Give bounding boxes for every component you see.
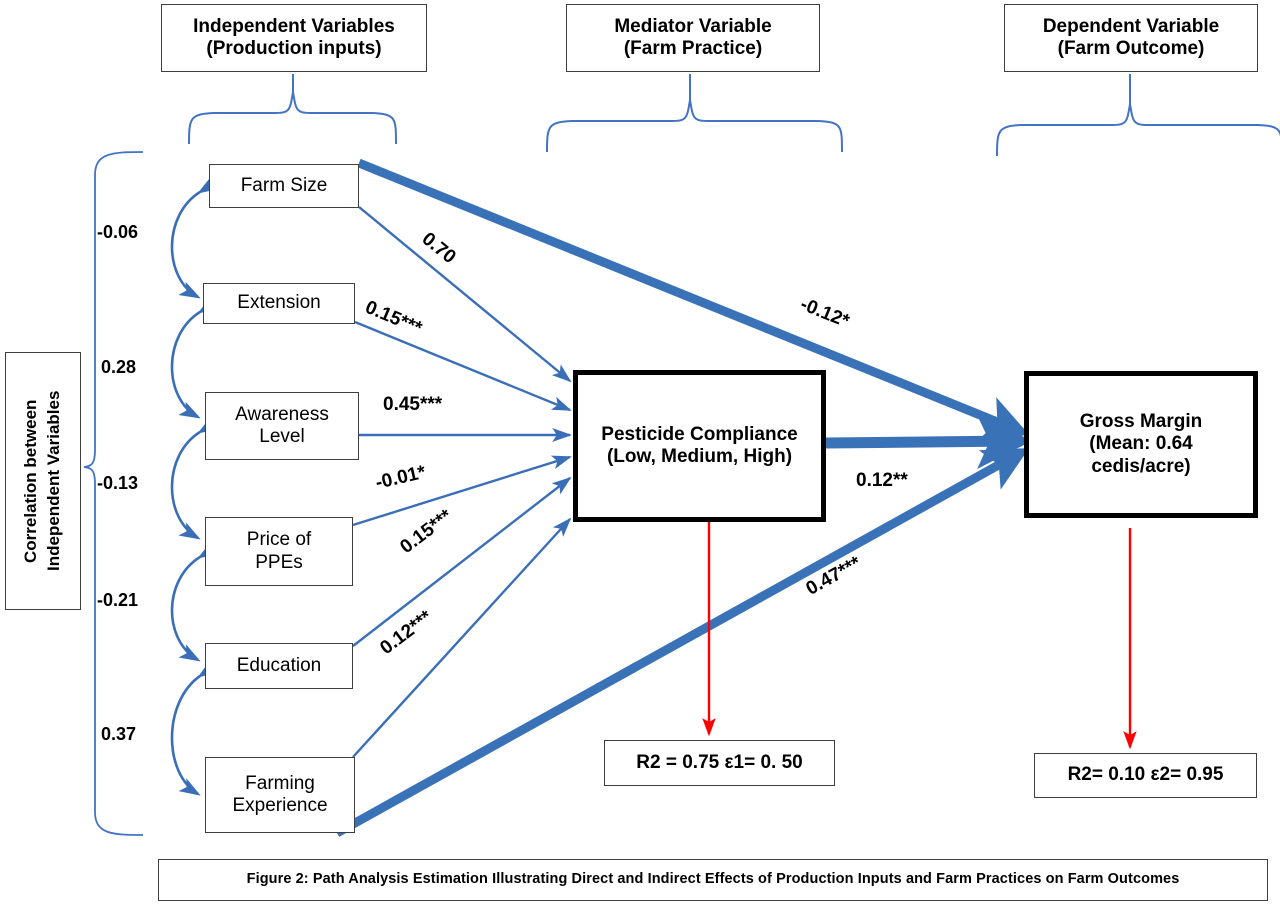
brace-mediator	[546, 74, 843, 153]
figure-caption-text: Figure 2: Path Analysis Estimation Illus…	[246, 871, 1180, 888]
node-farming-experience-line1: Farming	[245, 772, 315, 794]
paths-to-outcome	[334, 158, 1032, 837]
node-farm-size-label: Farm Size	[240, 174, 328, 196]
correlation-value-2: 0.28	[101, 357, 137, 377]
node-farm-size[interactable]: Farm Size	[209, 164, 359, 208]
header-dependent-line2: (Farm Outcome)	[1057, 38, 1205, 59]
header-dependent-variable: Dependent Variable (Farm Outcome)	[1004, 4, 1258, 72]
header-independent-line1: Independent Variables	[193, 15, 395, 37]
node-awareness-level-line1: Awareness	[235, 403, 329, 425]
node-gross-margin-line2: (Mean: 0.64	[1089, 433, 1193, 455]
node-extension-label: Extension	[237, 292, 321, 314]
node-pesticide-compliance-line2: (Low, Medium, High)	[606, 446, 793, 467]
coef-mediator-to-outcome: 0.12**	[856, 470, 908, 491]
path-farmsize-to-outcome	[357, 158, 1030, 439]
node-gross-margin-line3: cedis/acre)	[1091, 455, 1191, 477]
node-pesticide-compliance[interactable]: Pesticide Compliance (Low, Medium, High)	[573, 370, 826, 522]
correlation-sidebar-label: Correlation between Independent Variable…	[5, 352, 81, 610]
header-mediator-variable: Mediator Variable (Farm Practice)	[566, 4, 820, 72]
node-farming-experience[interactable]: Farming Experience	[205, 757, 355, 833]
fit-stats-outcome-text: R2= 0.10 ε2= 0.95	[1067, 764, 1224, 786]
correlation-value-3: -0.13	[97, 473, 139, 493]
header-independent-line2: (Production inputs)	[206, 38, 382, 59]
node-extension[interactable]: Extension	[203, 283, 355, 324]
node-farming-experience-line2: Experience	[232, 795, 328, 816]
node-gross-margin-line1: Gross Margin	[1079, 410, 1203, 432]
header-mediator-line2: (Farm Practice)	[623, 38, 763, 59]
correlation-value-5: 0.37	[101, 724, 137, 744]
figure-caption: Figure 2: Path Analysis Estimation Illus…	[158, 859, 1268, 901]
fit-stats-mediator-text: R2 = 0.75 ε1= 0. 50	[636, 751, 803, 773]
node-pesticide-compliance-line1: Pesticide Compliance	[601, 423, 798, 445]
path-priceppes-to-mediator	[352, 455, 572, 527]
header-mediator-line1: Mediator Variable	[614, 15, 772, 37]
correlation-bracket	[83, 151, 144, 836]
node-education[interactable]: Education	[205, 643, 353, 689]
node-awareness-level-line2: Level	[259, 426, 305, 447]
error-arrows	[702, 522, 1137, 750]
brace-independent	[188, 74, 397, 145]
fit-stats-mediator: R2 = 0.75 ε1= 0. 50	[604, 740, 835, 786]
node-education-label: Education	[236, 654, 322, 676]
correlation-curves	[170, 175, 220, 796]
header-independent-variables: Independent Variables (Production inputs…	[161, 4, 427, 72]
path-farmsize-to-mediator	[358, 206, 572, 383]
path-extension-to-mediator	[354, 320, 572, 412]
node-price-of-ppes-line1: Price of	[246, 529, 312, 551]
path-experience-to-mediator	[352, 517, 572, 758]
node-gross-margin[interactable]: Gross Margin (Mean: 0.64 cedis/acre)	[1024, 371, 1258, 518]
correlation-value-1: -0.06	[97, 222, 139, 242]
fit-stats-outcome: R2= 0.10 ε2= 0.95	[1034, 753, 1257, 798]
node-awareness-level[interactable]: Awareness Level	[205, 392, 359, 460]
path-experience-to-outcome	[334, 448, 1030, 837]
node-price-of-ppes-line2: PPEs	[255, 551, 303, 573]
correlation-value-4: -0.21	[97, 590, 139, 610]
paths-to-mediator	[352, 206, 572, 758]
brace-dependent	[996, 74, 1280, 157]
path-mediator-to-outcome	[825, 413, 1032, 469]
sidebar-label-line1: Correlation between	[21, 399, 41, 563]
coef-awareness-to-mediator: 0.45***	[383, 394, 443, 415]
header-dependent-line1: Dependent Variable	[1042, 15, 1220, 37]
node-price-of-ppes[interactable]: Price of PPEs	[205, 517, 353, 586]
path-education-to-mediator	[352, 476, 572, 647]
sidebar-label-line2: Independent Variables	[44, 390, 63, 572]
